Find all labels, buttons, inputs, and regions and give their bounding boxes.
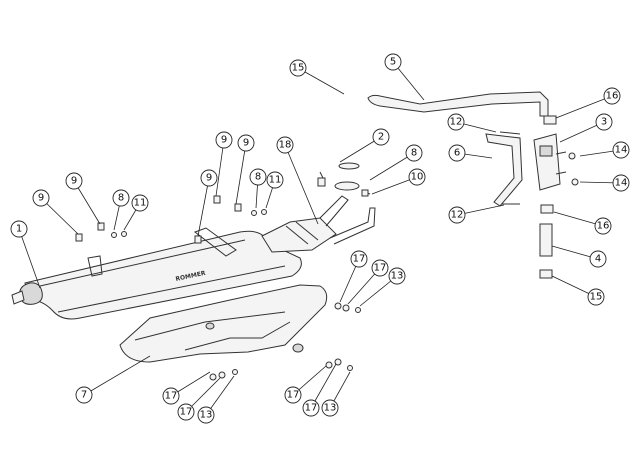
callout-leader	[83, 355, 151, 396]
callout-circle	[65, 172, 83, 190]
callout-circle	[371, 259, 389, 277]
callout-number: 5	[390, 57, 396, 68]
callout-number: 17	[305, 403, 318, 414]
header-pipe	[261, 162, 376, 253]
air-valve	[533, 133, 567, 191]
callout-circle	[448, 144, 466, 162]
callout-number: 7	[81, 390, 87, 401]
hose-clamps	[539, 115, 557, 279]
callout-leader	[297, 67, 345, 95]
callout-circle	[372, 128, 390, 146]
callout-circle	[594, 217, 612, 235]
callout-circle	[612, 174, 630, 192]
callout-number: 3	[601, 117, 607, 128]
callout-leader	[369, 152, 415, 181]
valve-bracket	[485, 133, 523, 207]
callout-leader	[555, 95, 613, 119]
callout-circle	[405, 144, 423, 162]
callout-leader	[215, 139, 225, 197]
callout-circle	[603, 87, 621, 105]
callout-number: 17	[180, 407, 193, 418]
callout-circle	[587, 288, 605, 306]
callout-circle	[289, 59, 307, 77]
callout-number: 16	[606, 91, 619, 102]
callout-number: 16	[597, 221, 610, 232]
callout-number: 4	[595, 254, 601, 265]
callout-number: 13	[324, 403, 337, 414]
callout-leader	[553, 211, 604, 227]
callout-leader	[235, 142, 247, 205]
callout-circle	[284, 386, 302, 404]
callout-circle	[112, 189, 130, 207]
callout-circle	[10, 220, 28, 238]
callout-number: 9	[71, 176, 77, 187]
callout-number: 15	[292, 63, 305, 74]
callout-circle	[350, 250, 368, 268]
callout-leader	[197, 177, 210, 237]
shield-fasteners	[209, 302, 361, 381]
callout-number: 17	[287, 390, 300, 401]
callout-number: 15	[590, 292, 603, 303]
callout-circle	[612, 141, 630, 159]
callout-number: 2	[378, 132, 384, 143]
callout-circle	[448, 206, 466, 224]
callout-layer: 15 5 16 12 3 2 6 14 8 10 18 14 12 16 4 15 9 9 9 1 9 8 11 9 8 11 17…	[10, 53, 630, 424]
callout-circle	[276, 136, 294, 154]
callout-leader	[40, 197, 79, 235]
callout-circle	[388, 267, 406, 285]
callout-number: 14	[615, 145, 628, 156]
callout-number: 13	[200, 410, 213, 421]
callout-number: 8	[411, 148, 417, 159]
callout-number: 1	[16, 224, 22, 235]
callout-leader	[284, 144, 319, 225]
callout-number: 9	[221, 135, 227, 146]
callout-number: 14	[615, 178, 628, 189]
callout-number: 6	[454, 148, 460, 159]
callout-circle	[589, 250, 607, 268]
air-hose	[367, 91, 549, 117]
callout-number: 8	[255, 172, 261, 183]
callout-circle	[266, 171, 284, 189]
valve-bolts	[499, 131, 579, 205]
callout-circle	[384, 53, 402, 71]
callout-circle	[447, 113, 465, 131]
heat-shield	[119, 284, 328, 363]
callout-number: 10	[411, 172, 424, 183]
callout-circle	[177, 403, 195, 421]
callout-circle	[321, 399, 339, 417]
callout-number: 12	[451, 210, 464, 221]
short-hose	[539, 223, 553, 257]
callout-circle	[200, 169, 218, 187]
callout-number: 17	[165, 391, 178, 402]
callout-circle	[75, 386, 93, 404]
callout-number: 11	[269, 175, 282, 186]
callout-leader	[18, 228, 41, 289]
callout-number: 18	[279, 140, 292, 151]
callout-number: 8	[118, 193, 124, 204]
callout-number: 9	[206, 173, 212, 184]
callout-circle	[302, 399, 320, 417]
callout-circle	[32, 189, 50, 207]
callout-circle	[131, 194, 149, 212]
callout-number: 17	[374, 263, 387, 274]
callout-number: 13	[391, 271, 404, 282]
callout-circle	[408, 168, 426, 186]
callout-number: 12	[450, 117, 463, 128]
callout-number: 11	[134, 198, 147, 209]
callout-number: 9	[38, 193, 44, 204]
bracket-fasteners	[75, 195, 267, 244]
callout-circle	[595, 113, 613, 131]
callout-number: 17	[353, 254, 366, 265]
callout-circle	[162, 387, 180, 405]
muffler-body: ROMMER	[11, 227, 302, 320]
callout-circle	[249, 168, 267, 186]
callout-circle	[237, 134, 255, 152]
callout-circle	[197, 406, 215, 424]
callout-number: 9	[243, 138, 249, 149]
callout-circle	[215, 131, 233, 149]
